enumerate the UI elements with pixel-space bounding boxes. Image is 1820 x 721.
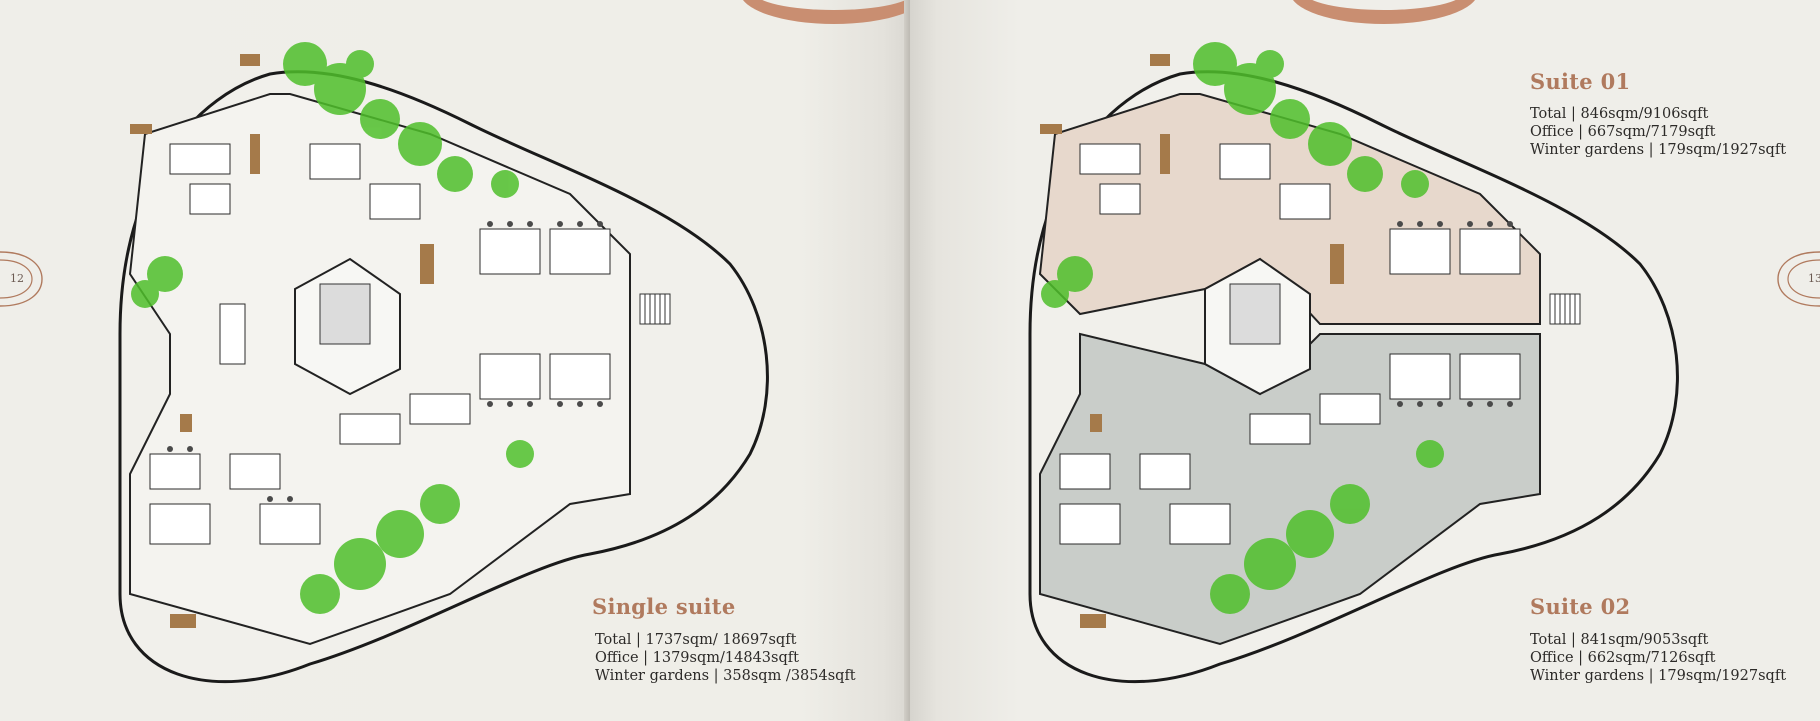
timber-elements [1040, 54, 1344, 628]
suite-title: Single suite [592, 594, 736, 619]
right-page: 13 [910, 0, 1820, 721]
stairs [639, 293, 671, 325]
suite-01-title: Suite 01 [1530, 69, 1631, 94]
left-page: 12 [0, 0, 910, 721]
winter-garden-greenery [131, 42, 534, 614]
floor-plan-two-suites [1028, 42, 1679, 684]
desk-clusters [149, 143, 611, 545]
decorative-arc [740, 0, 910, 24]
stat-total: Total | 1737sqm/ 18697sqft [595, 632, 797, 648]
timber-elements [130, 54, 434, 628]
winter-garden-greenery [1041, 42, 1444, 614]
chairs [167, 221, 603, 502]
suite-02-stat-total: Total | 841sqm/9053sqft [1530, 632, 1709, 648]
decorative-arc [1290, 0, 1478, 24]
page-number: 13 [1808, 272, 1820, 285]
page-number: 12 [10, 272, 24, 285]
page-tab-icon [1777, 251, 1820, 307]
stat-winter-gardens: Winter gardens | 358sqm /3854sqft [595, 668, 856, 684]
suite-02-stat-office: Office | 662sqm/7126sqft [1530, 650, 1716, 666]
desk-clusters [1059, 143, 1521, 545]
suite-02-title: Suite 02 [1530, 594, 1631, 619]
suite-01-stat-winter-gardens: Winter gardens | 179sqm/1927sqft [1530, 142, 1787, 158]
stairs [1549, 293, 1581, 325]
suite-02-stat-winter-gardens: Winter gardens | 179sqm/1927sqft [1530, 668, 1787, 684]
suite-01-stat-office: Office | 667sqm/7179sqft [1530, 124, 1716, 140]
floor-plan-single-suite [118, 42, 769, 684]
stat-office: Office | 1379sqm/14843sqft [595, 650, 799, 666]
chairs [1397, 221, 1513, 407]
page-tab-icon [0, 251, 43, 307]
suite-01-stat-total: Total | 846sqm/9106sqft [1530, 106, 1709, 122]
